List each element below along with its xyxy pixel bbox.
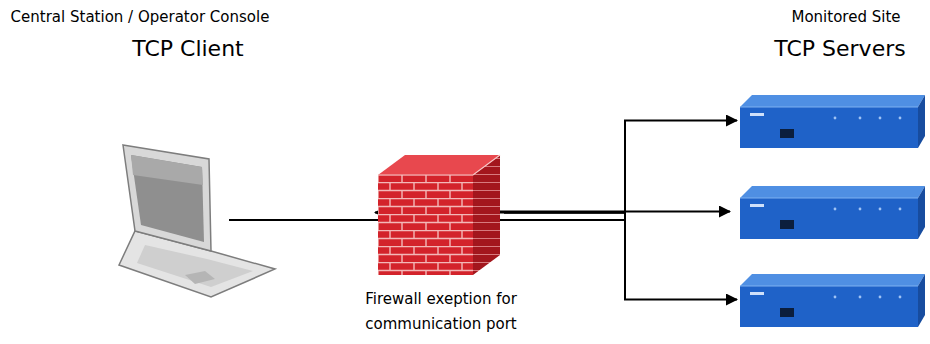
laptop-node <box>115 145 225 295</box>
node-caption: Firewall exeption for communication port <box>341 287 541 337</box>
server-icon <box>740 93 925 148</box>
server-node <box>740 93 925 148</box>
client-heading: TCP Client <box>132 36 243 61</box>
arrow-connector <box>504 213 737 300</box>
firewall-icon <box>378 150 500 275</box>
station-heading: Central Station / Operator Console <box>11 8 270 26</box>
server-node <box>740 184 925 239</box>
site-heading: Monitored Site <box>791 8 900 26</box>
arrow-connector <box>504 121 737 213</box>
server-icon <box>740 272 925 327</box>
laptop-icon <box>115 145 285 300</box>
firewall-node: Firewall exeption for communication port <box>378 150 500 275</box>
server-icon <box>740 184 925 239</box>
servers-heading: TCP Servers <box>774 36 905 61</box>
server-node <box>740 272 925 327</box>
